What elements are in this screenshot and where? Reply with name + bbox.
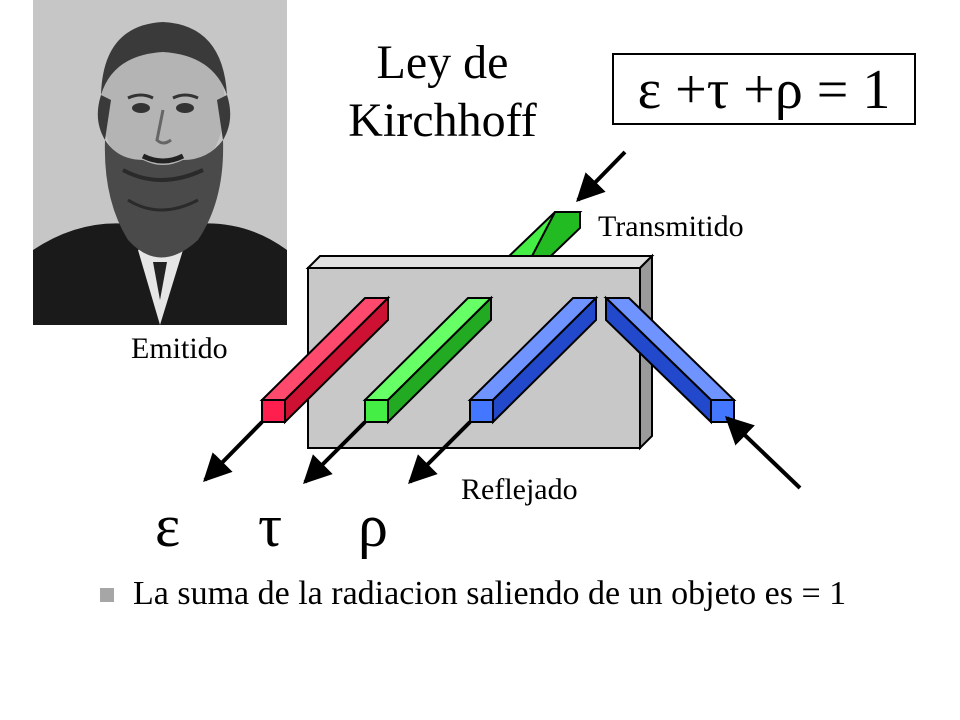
transmitted-out-bar xyxy=(362,295,494,425)
kirchhoff-formula: ε +τ +ρ = 1 xyxy=(612,53,916,125)
symbol-epsilon: ε xyxy=(155,493,181,559)
title-line-1: Ley de xyxy=(376,36,509,89)
label-emitido: Emitido xyxy=(131,332,228,365)
label-reflejado: Reflejado xyxy=(461,473,578,506)
top-incoming-arrow xyxy=(576,150,627,203)
emitted-bar xyxy=(259,295,391,425)
symbol-tau: τ xyxy=(258,493,283,559)
label-transmitido: Transmitido xyxy=(598,210,744,243)
symbol-rho: ρ xyxy=(358,493,388,559)
slide-title: Ley de Kirchhoff xyxy=(300,34,585,150)
transmitted-arrow xyxy=(303,420,367,484)
title-line-2: Kirchhoff xyxy=(348,94,537,147)
emitted-arrow xyxy=(203,420,264,482)
kirchhoff-portrait xyxy=(33,0,287,325)
bullet-marker xyxy=(100,588,114,602)
incoming-arrow xyxy=(724,416,802,490)
reflected-out-bar xyxy=(467,295,599,425)
reflected-arrow xyxy=(408,420,472,484)
bullet-text: La suma de la radiacion saliendo de un o… xyxy=(133,575,847,612)
